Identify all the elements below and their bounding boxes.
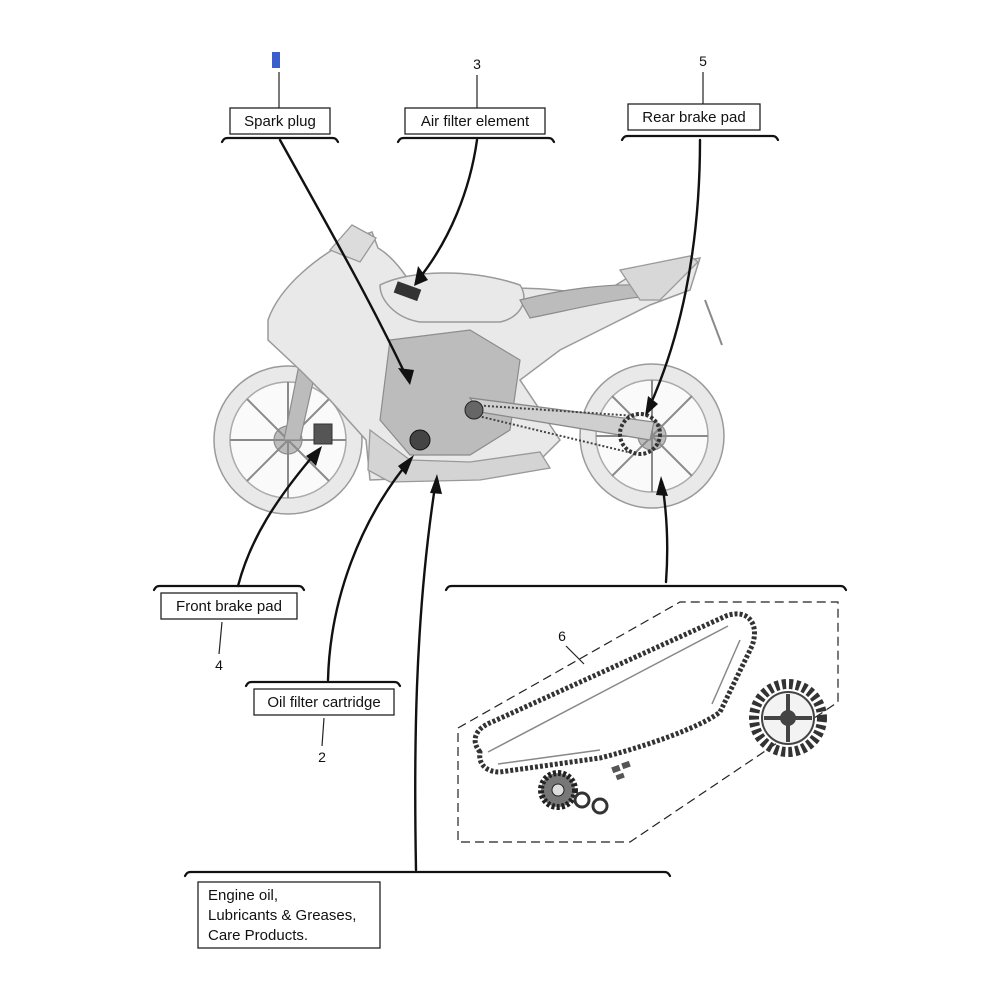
fuel-tank: [379, 272, 525, 323]
callout-care-products: Engine oil, Lubricants & Greases, Care P…: [183, 474, 672, 949]
chain-kit-dashed-frame: [457, 601, 839, 843]
callout-rear-brake-pad: 5 Rear brake pad: [620, 53, 780, 416]
drive-chain: [472, 611, 757, 775]
tail-section: [618, 255, 699, 301]
callout-spark-plug: Spark plug: [220, 52, 414, 385]
callout-air-filter: 3 Air filter element: [396, 56, 556, 286]
spark-plug-label: Spark plug: [244, 113, 316, 130]
oil-filter-number: 2: [318, 749, 326, 765]
chain-kit-rear-sprocket: [749, 679, 827, 757]
care-products-line-2: Lubricants & Greases,: [208, 907, 356, 924]
motorcycle-illustration: [213, 224, 725, 515]
rear-brake-pad-number: 5: [699, 53, 707, 69]
spark-plug-number-marker: [272, 52, 280, 68]
license-bracket: [704, 299, 723, 346]
chain-kit-nut: [591, 797, 609, 815]
front-brake-caliper: [313, 423, 333, 445]
care-products-line-1: Engine oil,: [208, 887, 278, 904]
chain-kit-washer: [573, 791, 591, 809]
callout-chain-kit: 6: [444, 476, 848, 843]
drive-chain-on-bike: [471, 404, 637, 455]
air-filter-mark: [393, 281, 422, 302]
air-filter-label: Air filter element: [421, 113, 530, 130]
rear-brake-pad-label: Rear brake pad: [642, 109, 745, 126]
air-filter-number: 3: [473, 56, 481, 72]
care-products-box: [197, 881, 381, 949]
care-products-line-3: Care Products.: [208, 927, 308, 944]
front-brake-pad-label: Front brake pad: [176, 598, 282, 615]
front-brake-pad-number: 4: [215, 657, 223, 673]
chain-kit-master-link: [611, 760, 631, 781]
oil-filter-label: Oil filter cartridge: [267, 694, 380, 711]
chain-kit-number: 6: [558, 628, 566, 644]
oil-filter-mark: [409, 429, 431, 451]
front-sprocket: [464, 400, 484, 420]
rear-sprocket: [618, 412, 662, 456]
rear-wheel: [579, 363, 725, 509]
lower-fairing: [367, 428, 552, 483]
chain-kit-front-sprocket: [538, 770, 578, 810]
engine: [379, 329, 521, 456]
callout-front-brake-pad: Front brake pad 4: [152, 446, 322, 673]
callout-oil-filter: Oil filter cartridge 2: [244, 455, 414, 765]
